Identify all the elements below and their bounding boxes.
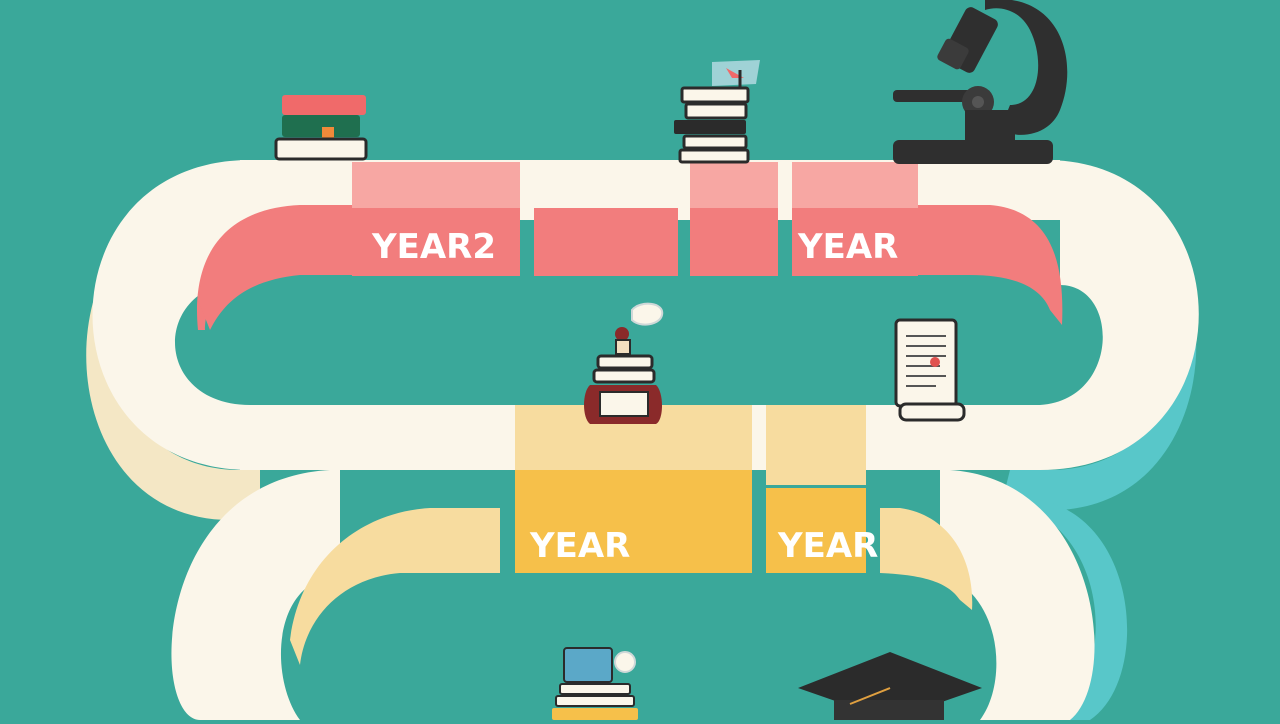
year-label-top-2: YEAR [797,227,898,267]
books-flower-icon [584,302,664,424]
path-side-layer [86,170,1197,720]
yellow-band [290,405,973,665]
red-band [196,162,1063,330]
graduation-cap-icon [798,652,982,720]
diploma-scroll-icon [894,318,966,422]
year-label-middle-1: YEAR [529,526,630,566]
year-labels: YEAR2 YEAR YEAR YEAR [371,227,898,566]
books-flag-icon [674,60,760,164]
year-label-top-1: YEAR2 [371,227,496,267]
microscope-icon [893,0,1068,164]
year-label-middle-2: YEAR [777,526,878,566]
books-laptop-icon [552,647,638,720]
books-stack-icon [274,95,368,161]
